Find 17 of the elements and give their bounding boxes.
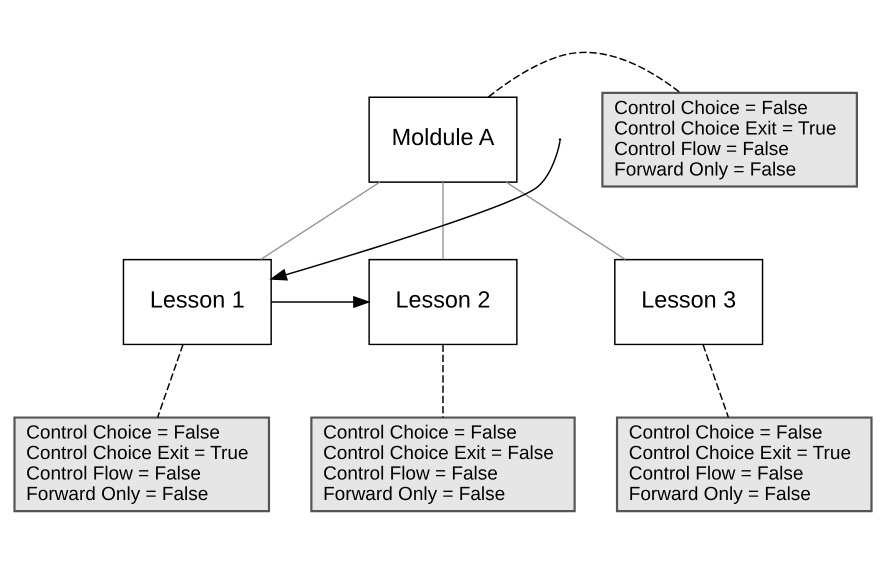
connector [702, 344, 730, 418]
node-box: Lesson 3 [614, 258, 764, 346]
connector [442, 344, 444, 418]
node-box: Control Choice = False Control Choice Exit = True Control Flow = False Forward Only = False [13, 416, 270, 512]
connector [442, 182, 444, 260]
node-box: Control Choice = False Control Choice Exit = True Control Flow = False Forward Only = False [601, 92, 858, 188]
connector [156, 344, 184, 418]
arrow [271, 296, 371, 308]
connector [488, 52, 681, 98]
node-box: Moldule A [368, 96, 518, 183]
arrow [269, 141, 561, 281]
connector [260, 182, 380, 260]
node-box: Lesson 1 [122, 258, 272, 346]
connector [506, 182, 626, 260]
node-box: Control Choice = False Control Choice Exit = False Control Flow = False Forward Only = False [310, 416, 576, 512]
node-box: Lesson 2 [368, 258, 518, 346]
node-box: Control Choice = False Control Choice Exit = True Control Flow = False Forward Only = False [616, 416, 873, 512]
